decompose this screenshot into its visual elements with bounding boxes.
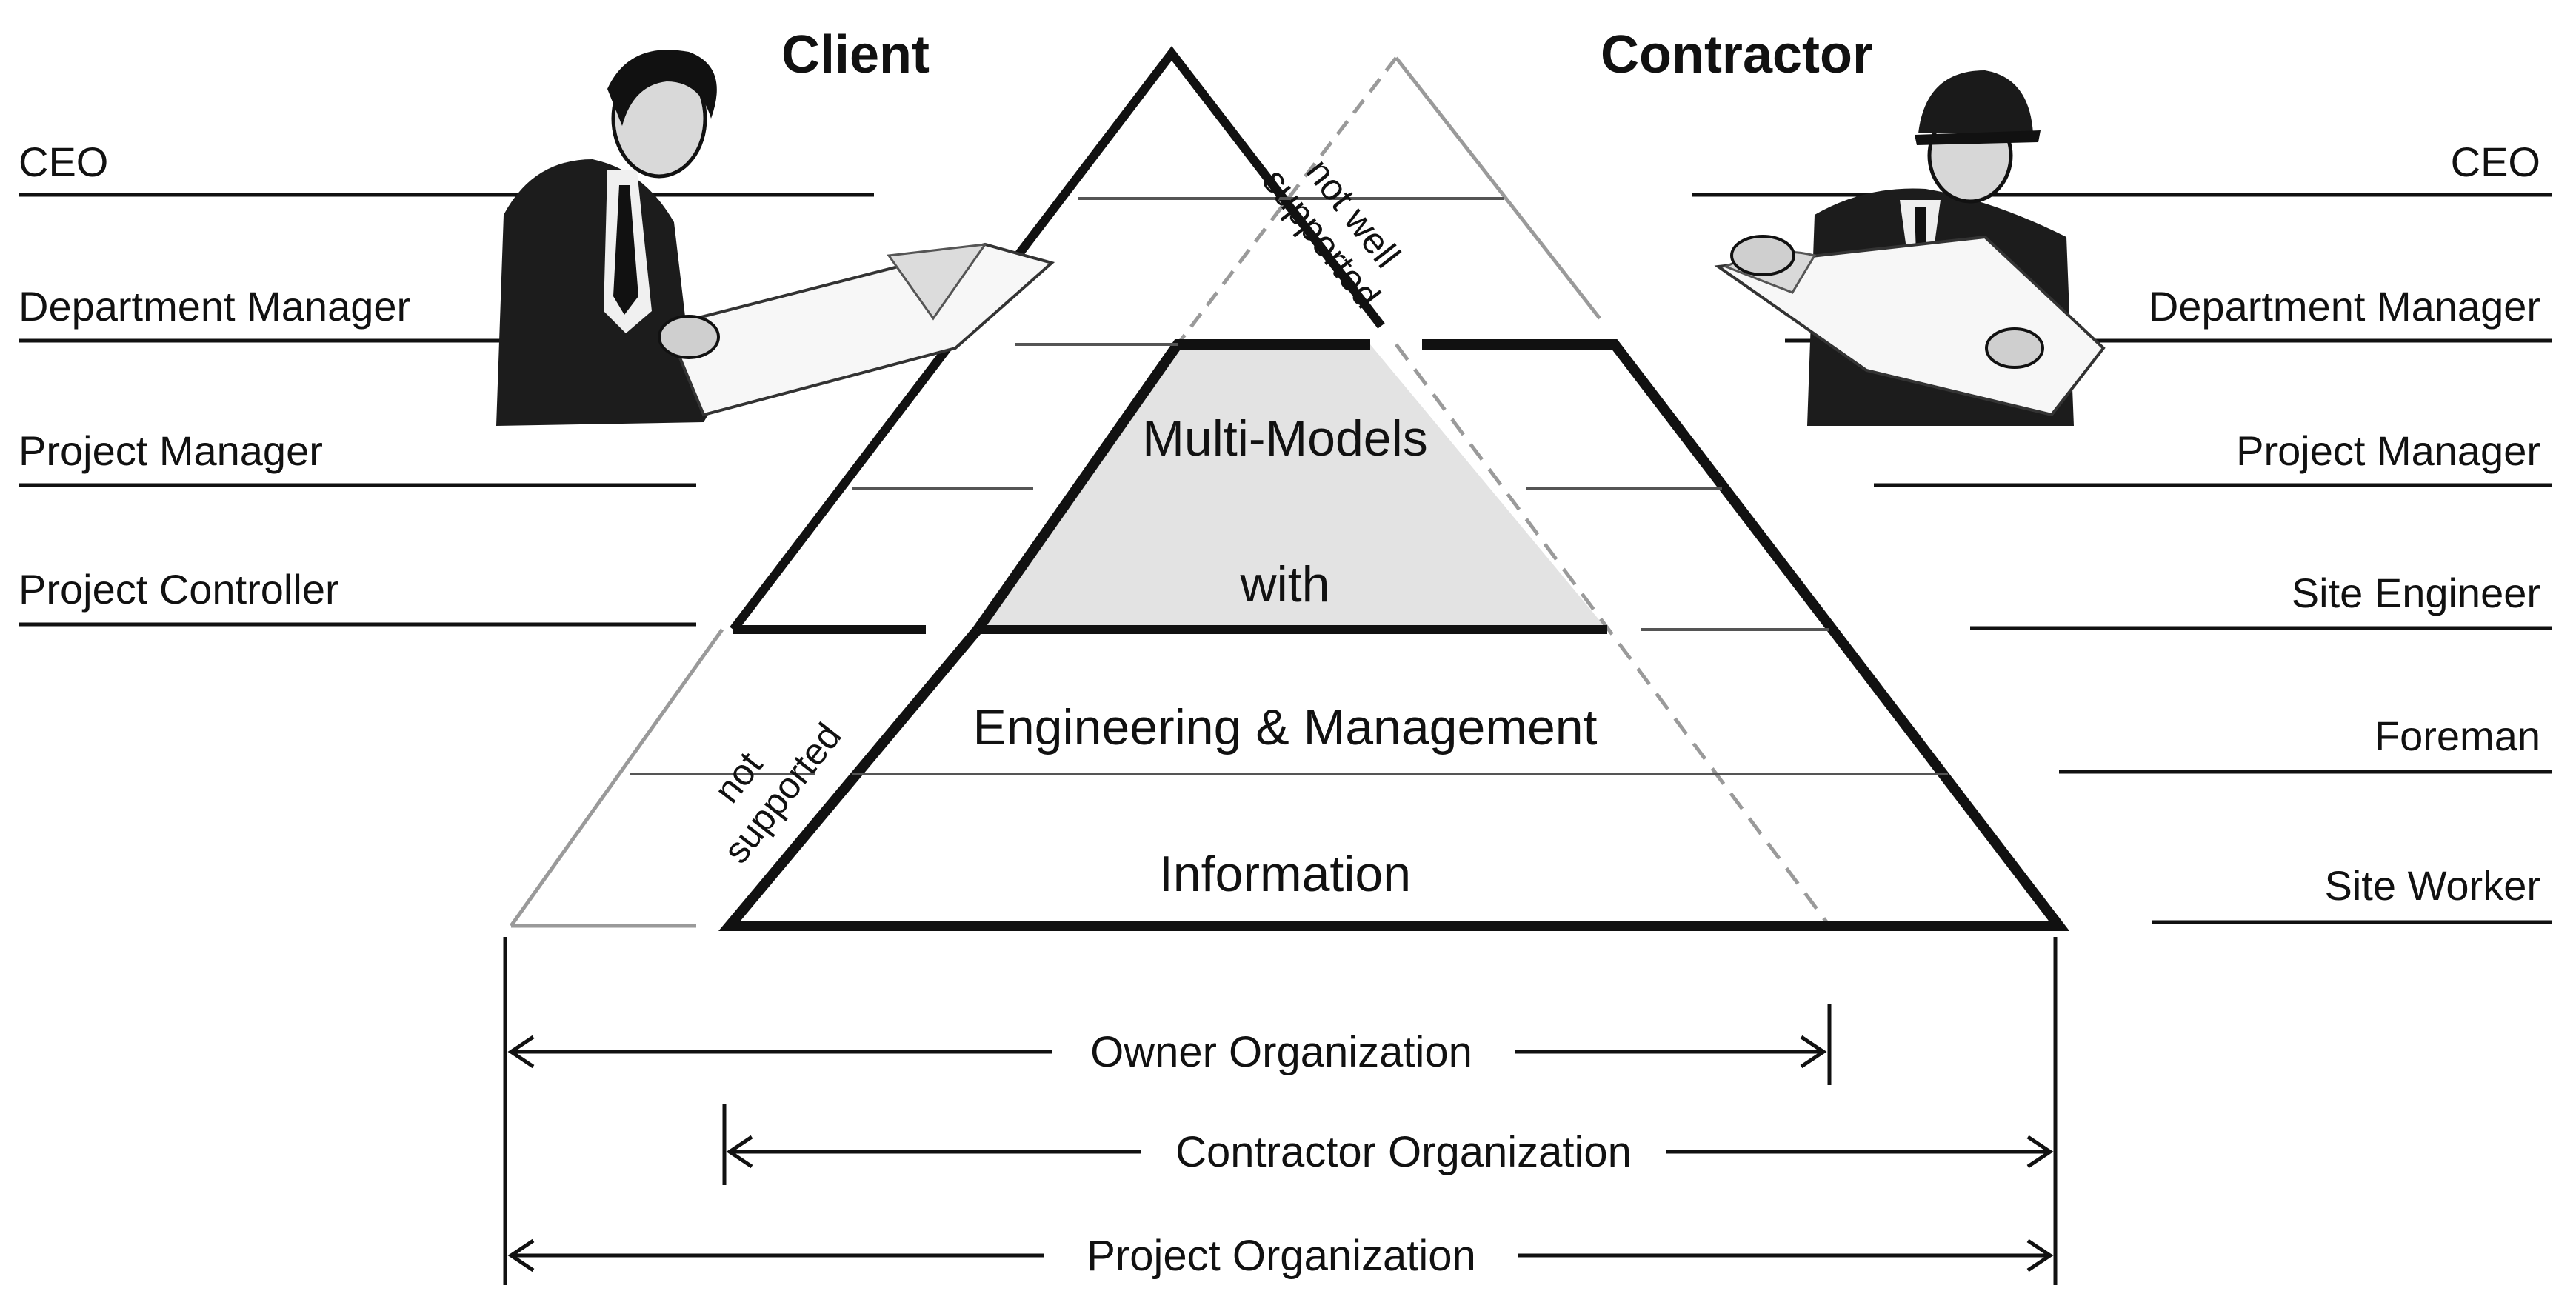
layer-multi-models: Multi-Models — [1142, 410, 1427, 467]
client-role-project-controller: Project Controller — [19, 566, 339, 613]
client-role-project-manager: Project Manager — [19, 427, 323, 474]
contractor-role-project-manager: Project Manager — [2236, 427, 2540, 474]
multi-models-highlight — [978, 344, 1607, 630]
contractor-figure-icon — [1714, 70, 2106, 426]
contractor-role-site-worker: Site Worker — [2325, 862, 2540, 909]
contractor-organization-label: Contractor Organization — [1175, 1128, 1632, 1176]
client-role-lines — [19, 193, 874, 627]
layer-engineering-management: Engineering & Management — [973, 699, 1598, 755]
client-gap-note: not supported — [706, 715, 850, 871]
project-organization-label: Project Organization — [1087, 1232, 1475, 1280]
level-lines — [630, 197, 1948, 775]
client-role-ceo: CEO — [19, 139, 108, 185]
layer-information: Information — [1159, 846, 1411, 902]
light-triangles — [509, 56, 1832, 928]
contractor-title: Contractor — [1601, 25, 1873, 84]
layer-with: with — [1240, 556, 1330, 613]
contractor-role-foreman: Foreman — [2375, 713, 2540, 759]
client-role-department-manager: Department Manager — [19, 283, 410, 330]
owner-organization-label: Owner Organization — [1090, 1028, 1472, 1076]
client-figure-icon — [496, 50, 1055, 426]
contractor-role-ceo: CEO — [2451, 139, 2540, 185]
contractor-gap-note: not well supported — [1254, 151, 1408, 316]
client-title: Client — [781, 25, 930, 84]
contractor-role-department-manager: Department Manager — [2149, 283, 2540, 330]
org-dimension-lines — [503, 937, 2058, 1285]
contractor-role-site-engineer: Site Engineer — [2292, 570, 2540, 616]
